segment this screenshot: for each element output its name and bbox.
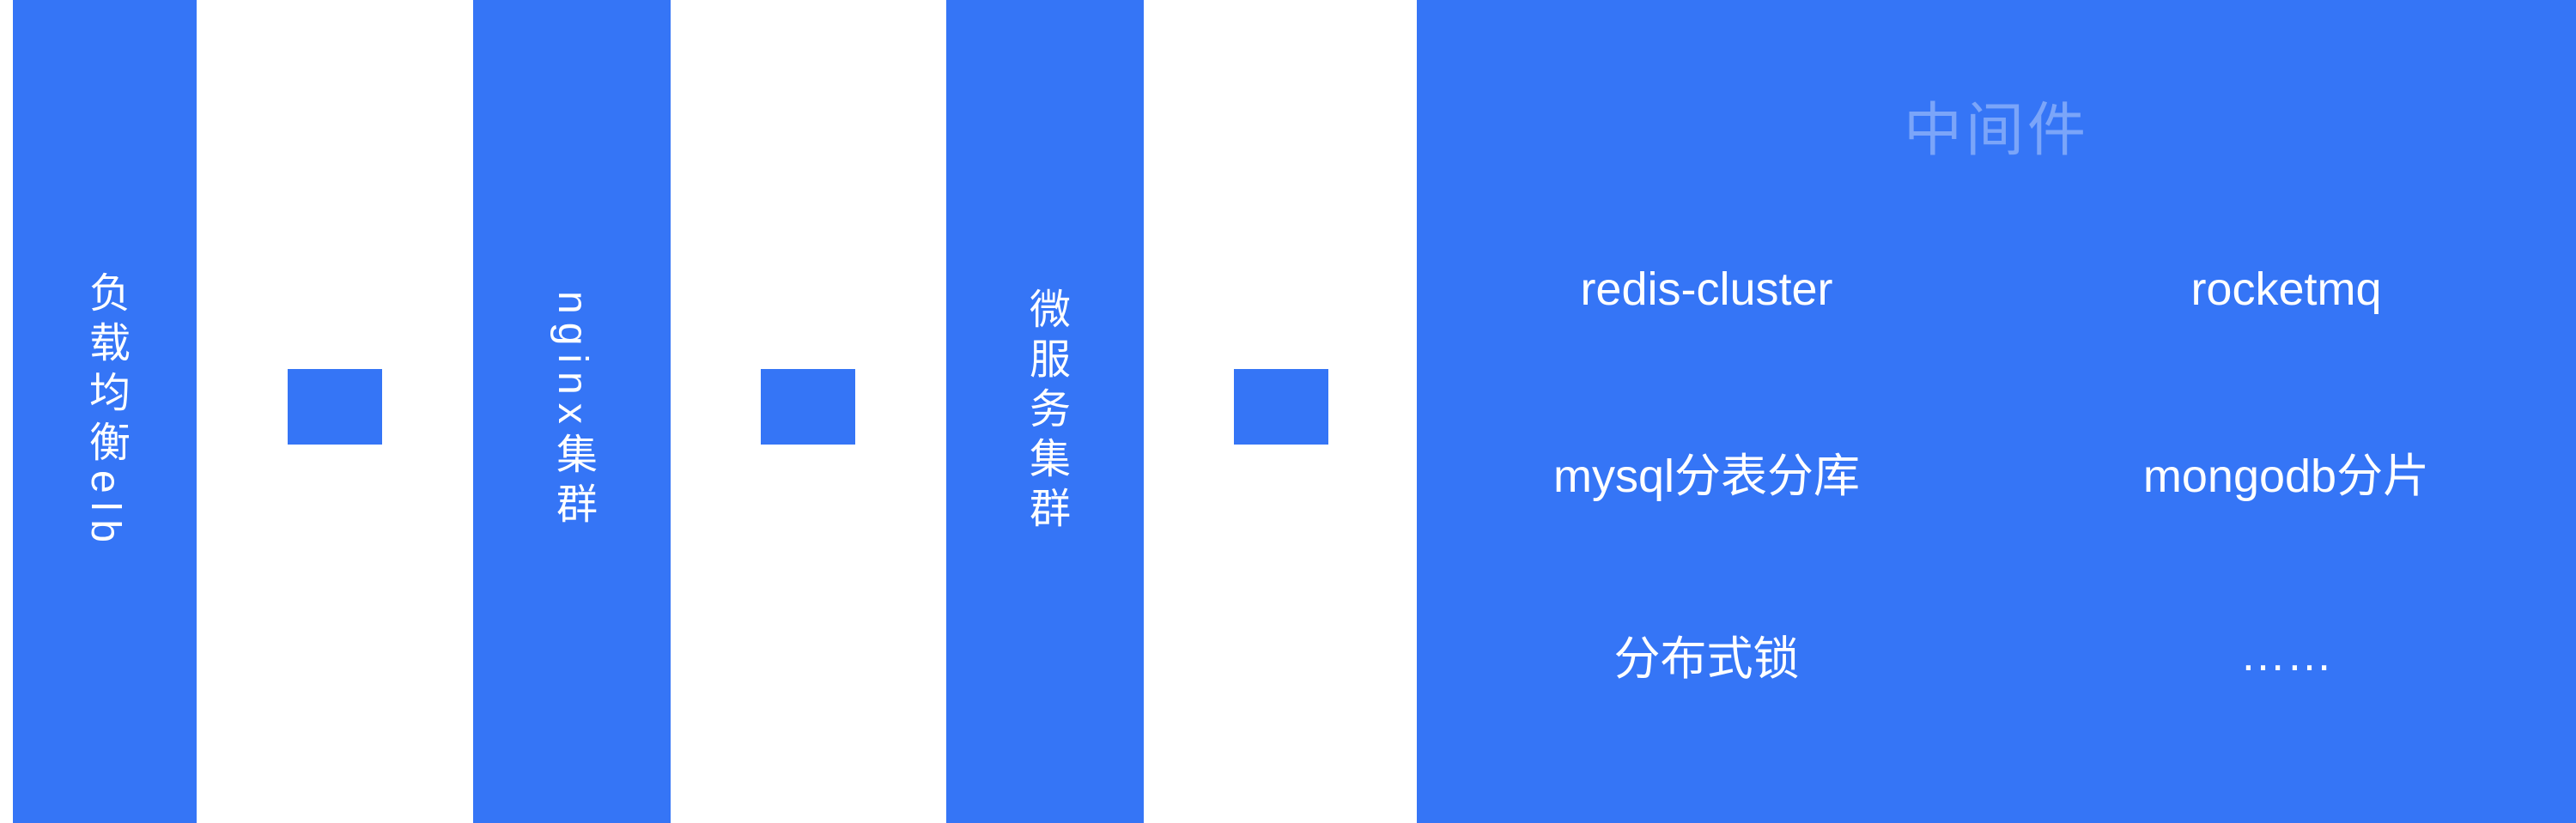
- middleware-item-rocketmq: rocketmq: [2190, 263, 2382, 315]
- node-microservice-cluster: 微服务集群: [946, 0, 1144, 823]
- node-load-balancer-label: 负载均衡elb: [82, 271, 128, 552]
- middleware-item-grid: redis-cluster rocketmq mysql分表分库 mongodb…: [1417, 197, 2576, 746]
- node-nginx-cluster-label: nginx集群: [550, 291, 595, 532]
- middleware-item-mongodb-sharding: mongodb分片: [2142, 451, 2430, 502]
- middleware-item-distributed-lock: 分布式锁: [1613, 633, 1800, 685]
- middleware-item-redis-cluster: redis-cluster: [1580, 263, 1833, 315]
- node-load-balancer: 负载均衡elb: [13, 0, 197, 823]
- connector-3: [1234, 369, 1328, 445]
- middleware-item-mysql-sharding: mysql分表分库: [1552, 451, 1860, 502]
- connector-1: [288, 369, 382, 445]
- node-nginx-cluster: nginx集群: [473, 0, 671, 823]
- node-microservice-cluster-label: 微服务集群: [1023, 287, 1068, 536]
- middleware-item-ellipsis: ……: [2239, 628, 2333, 681]
- middleware-panel-title: 中间件: [1903, 98, 2089, 163]
- connector-2: [761, 369, 855, 445]
- middleware-panel: 中间件 redis-cluster rocketmq mysql分表分库 mon…: [1417, 0, 2576, 823]
